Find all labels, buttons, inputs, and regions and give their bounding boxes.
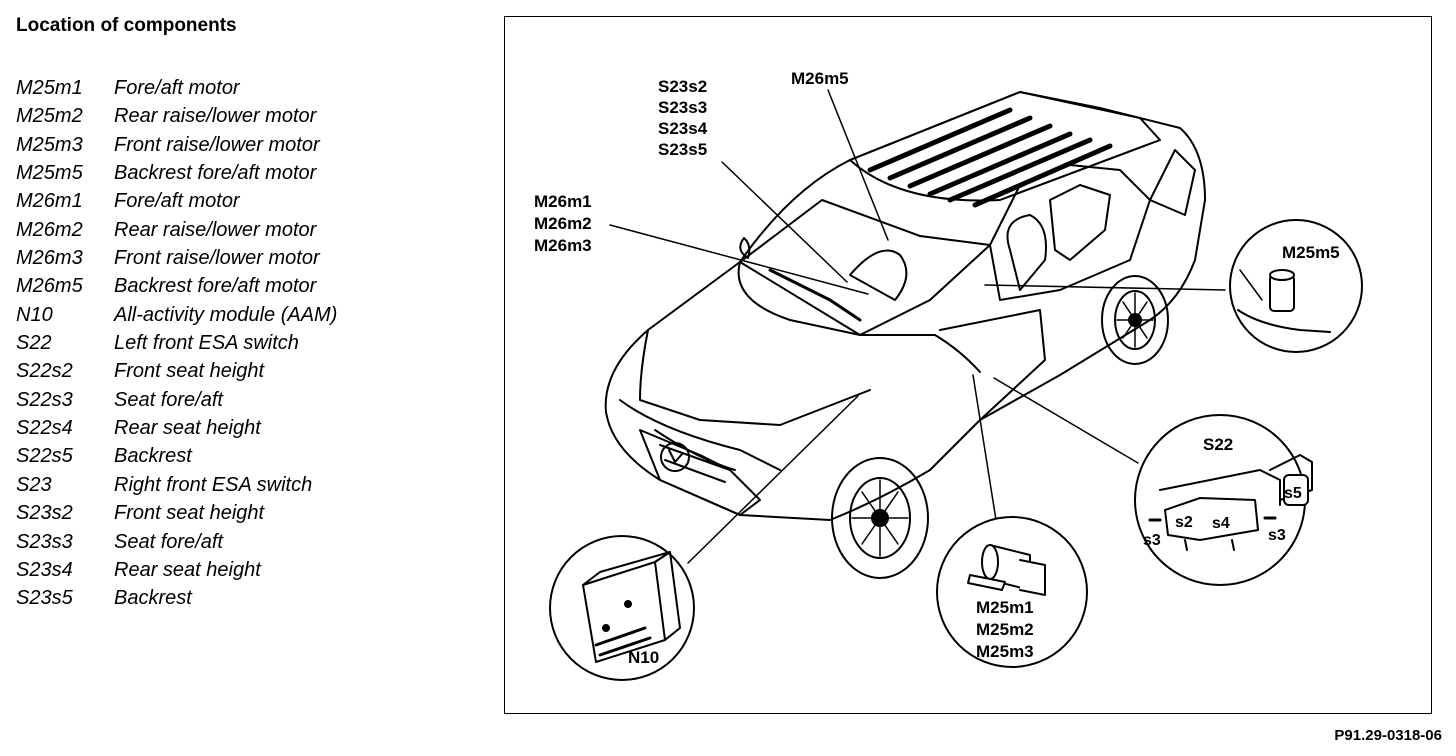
legend-desc: Right front ESA switch	[114, 473, 313, 496]
figure-id: P91.29-0318-06	[1334, 727, 1442, 744]
legend-desc: Backrest fore/aft motor	[114, 162, 317, 185]
callout-m26m1: M26m1	[534, 192, 592, 211]
callout-m25m1: M25m1	[976, 598, 1034, 617]
legend-desc: Seat fore/aft	[114, 388, 223, 411]
legend-code: N10	[16, 303, 53, 326]
rear-wheel	[1101, 275, 1169, 365]
legend-desc: Backrest	[114, 445, 192, 468]
legend-code: M25m5	[16, 162, 83, 185]
switch-label-s4: s4	[1212, 515, 1230, 532]
legend-desc: All-activity module (AAM)	[114, 303, 338, 326]
legend-code: M26m2	[16, 218, 83, 241]
detail-m25m5	[1229, 219, 1363, 353]
callout-m26m5: M26m5	[791, 69, 849, 88]
callout-s23s5: S23s5	[658, 140, 707, 159]
legend-desc: Fore/aft motor	[114, 190, 240, 213]
legend-desc: Front raise/lower motor	[114, 133, 320, 156]
legend-code: M25m2	[16, 105, 83, 128]
legend-code: S23s3	[16, 530, 73, 553]
detail-s22	[1134, 414, 1313, 586]
switch-label-s3-left: s3	[1143, 532, 1161, 549]
legend-desc: Left front ESA switch	[114, 332, 299, 355]
legend-code: S22s2	[16, 360, 73, 383]
callout-m25-group: M25m1 M25m2 M25m3	[976, 598, 1034, 661]
legend-desc: Rear raise/lower motor	[114, 105, 317, 128]
callout-s22: S22	[1203, 435, 1233, 454]
page-title: Location of components	[16, 15, 237, 36]
legend-code: S22s3	[16, 388, 73, 411]
legend-code: S22s5	[16, 445, 73, 468]
legend-desc: Rear seat height	[114, 558, 261, 581]
callout-s23s2: S23s2	[658, 77, 707, 96]
legend-code: M26m5	[16, 275, 83, 298]
legend-code: M25m1	[16, 77, 83, 99]
switch-label-s2: s2	[1175, 514, 1193, 531]
legend-desc: Front raise/lower motor	[114, 247, 320, 270]
legend-desc: Front seat height	[114, 502, 265, 525]
diagram-frame	[504, 16, 1432, 714]
legend-code: S22s4	[16, 417, 73, 440]
legend-desc: Rear raise/lower motor	[114, 218, 317, 241]
legend-desc: Backrest fore/aft motor	[114, 275, 317, 298]
vehicle-outline	[604, 91, 1206, 521]
front-wheel	[831, 457, 929, 579]
leader-lines	[609, 89, 1226, 564]
callout-m26-group: M26m1 M26m2 M26m3	[534, 192, 592, 255]
legend-code: S23s2	[16, 502, 73, 525]
switch-label-s5: s5	[1284, 485, 1302, 502]
callout-s23s4: S23s4	[658, 119, 708, 138]
switch-label-s3-right: s3	[1268, 527, 1286, 544]
detail-m25	[936, 516, 1088, 668]
legend-code: S22	[16, 332, 52, 355]
legend-desc: Backrest	[114, 587, 192, 610]
callout-m25m2: M25m2	[976, 620, 1034, 639]
callout-m26m3: M26m3	[534, 236, 592, 255]
legend-desc: Rear seat height	[114, 417, 261, 440]
legend-desc: Seat fore/aft	[114, 530, 223, 553]
legend-desc: Fore/aft motor	[114, 77, 240, 99]
legend-desc: Front seat height	[114, 360, 265, 383]
detail-n10	[549, 535, 695, 681]
callout-m26m2: M26m2	[534, 214, 592, 233]
callout-s23s3: S23s3	[658, 98, 707, 117]
callout-n10: N10	[628, 648, 659, 667]
legend-code: M26m1	[16, 190, 83, 213]
callout-m25m5: M25m5	[1282, 243, 1340, 262]
legend-code: S23	[16, 473, 52, 496]
callout-s23-group: S23s2 S23s3 S23s4 S23s5	[658, 77, 708, 159]
legend-code: M26m3	[16, 247, 83, 270]
legend-code: M25m3	[16, 133, 83, 156]
legend-code: S23s5	[16, 587, 73, 610]
callout-m25m3: M25m3	[976, 642, 1034, 661]
legend-code: S23s4	[16, 558, 73, 581]
